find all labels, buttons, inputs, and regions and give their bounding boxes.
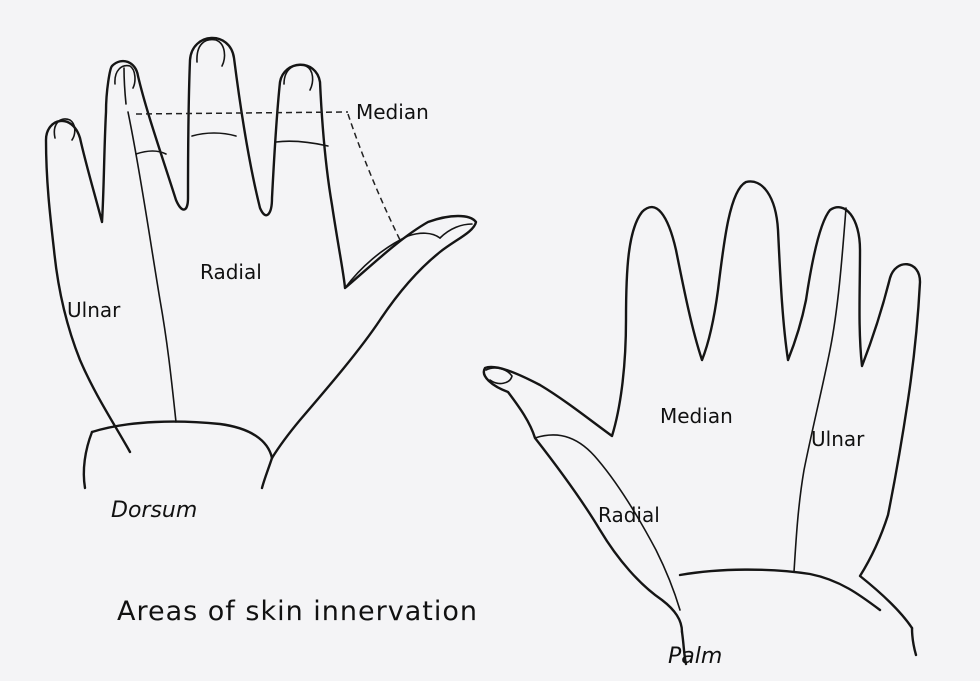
dorsum-nail-middle [197,40,225,66]
dorsum-wrist-left [84,432,92,488]
dorsum-nail-thumb [440,224,472,238]
dorsum-thumb-zone [345,233,440,288]
dorsum-median-leader-down [348,114,400,240]
diagram-caption: Areas of skin innervation [117,596,478,627]
dorsum-band-index [276,141,328,146]
palm-ulnar-label: Ulnar [811,427,865,451]
palm-hand: Median Ulnar Radial Palm [484,181,920,669]
dorsum-wrist-line [92,422,272,458]
dorsum-median-label: Median [356,100,429,124]
dorsum-band-middle [192,133,236,136]
palm-caption: Palm [668,644,722,669]
palm-ulnar-divider [794,208,846,572]
palm-radial-label: Radial [598,503,660,527]
dorsum-caption: Dorsum [111,498,197,523]
palm-wrist-line [680,570,880,610]
dorsum-ring-split-line [124,68,126,104]
dorsum-hand: Median Radial Ulnar Dorsum [46,38,476,523]
palm-median-label: Median [660,404,733,428]
dorsum-ulnar-label: Ulnar [67,298,121,322]
dorsum-ulnar-divider [128,112,176,422]
dorsum-radial-label: Radial [200,260,262,284]
dorsum-wrist-right [262,458,272,488]
palm-wrist-right [912,628,916,655]
